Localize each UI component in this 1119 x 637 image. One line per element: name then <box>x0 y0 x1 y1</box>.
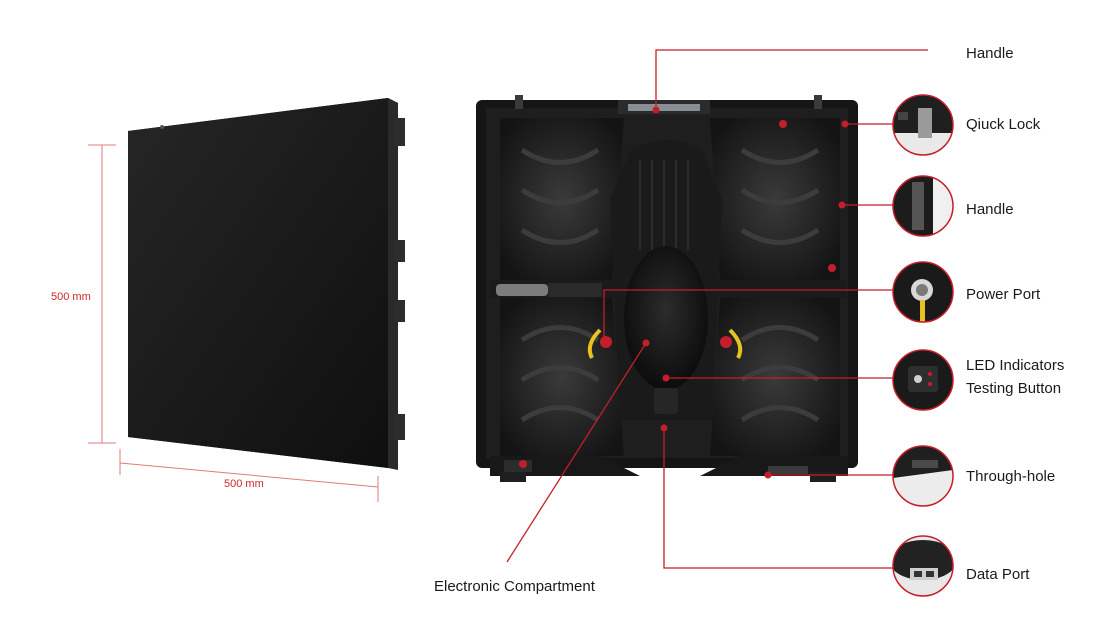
handle-side-label: Handle <box>966 201 1014 218</box>
side-bracket <box>395 240 405 262</box>
led-indicators-label: LED Indicators <box>966 357 1065 374</box>
side-bracket <box>395 118 405 146</box>
handle-detail-icon <box>892 175 954 237</box>
side-bracket <box>395 300 405 322</box>
side-bracket <box>395 414 405 440</box>
power-port-label: Power Port <box>966 286 1041 303</box>
power-connector <box>496 284 548 296</box>
handle-top-label: Handle <box>966 45 1014 62</box>
through-hole-slot <box>768 466 808 474</box>
quick-lock-label: Qiuck Lock <box>966 116 1041 133</box>
front-panel <box>128 98 405 470</box>
callout-dots <box>600 106 849 479</box>
through-hole-label: Through-hole <box>966 468 1056 485</box>
electronic-compartment-cover <box>624 246 708 390</box>
cabinet-back <box>476 95 858 482</box>
handle-top-leader <box>655 49 928 108</box>
power-port-leader <box>603 289 893 342</box>
power-port-detail-icon <box>892 261 954 323</box>
width-dimension-line <box>119 449 379 502</box>
handle-top-bar <box>628 104 700 111</box>
quick-lock-detail-icon <box>892 94 954 156</box>
electronic-compartment-leader <box>506 342 647 563</box>
width-dimension-label: 500 mm <box>224 478 264 490</box>
data-port-label: Data Port <box>966 566 1030 583</box>
height-dimension-line <box>88 144 116 444</box>
data-port-detail-icon <box>892 535 954 597</box>
data-port-leader <box>663 428 893 569</box>
electronic-compartment-label: Electronic Compartment <box>434 578 595 595</box>
led-indicators-detail-icon <box>892 349 954 411</box>
testing-button-label: Testing Button <box>966 380 1062 397</box>
height-dimension-label: 500 mm <box>51 291 91 303</box>
through-hole-detail-icon <box>892 445 954 507</box>
callout-lines <box>506 49 928 569</box>
